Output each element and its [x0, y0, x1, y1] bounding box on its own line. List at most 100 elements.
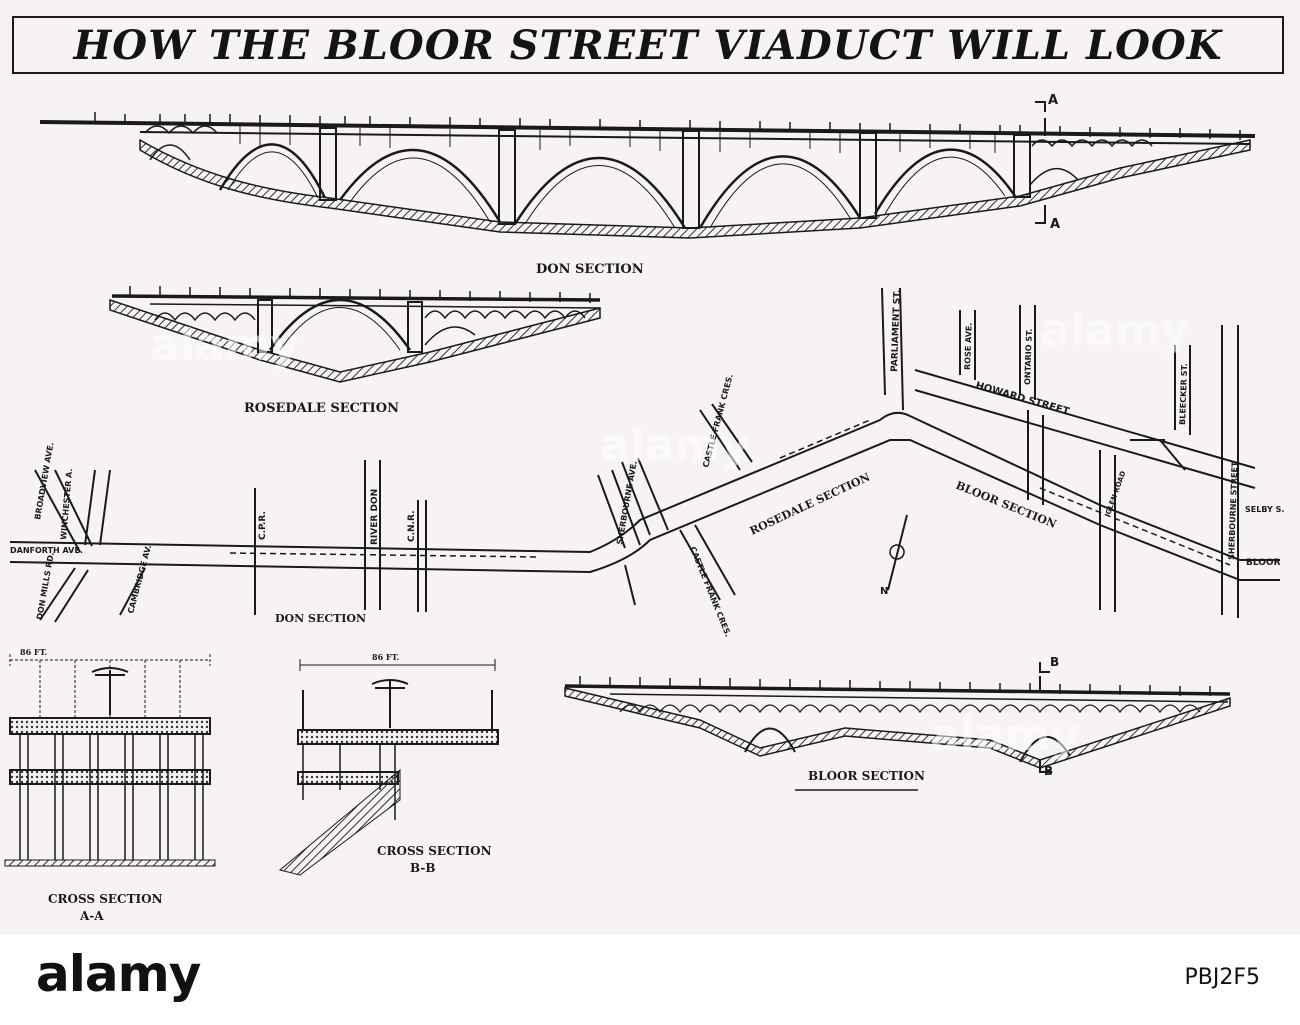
- label-selby: SELBY S.: [1245, 505, 1284, 514]
- aa-lamp: [91, 667, 129, 715]
- bb-embankment: [278, 768, 401, 876]
- don-arch-1: [218, 143, 327, 199]
- map-cnr: [417, 500, 427, 612]
- label-bloor: BLOOR: [1246, 558, 1281, 568]
- title-frame: HOW THE BLOOR STREET VIADUCT WILL LOOK: [12, 16, 1284, 74]
- bb-dimension-line: [299, 659, 496, 671]
- map-inner-a: [1027, 410, 1044, 505]
- rosedale-deck-bottom: [149, 303, 601, 309]
- don-right-small-arch: [1029, 167, 1079, 186]
- map-river-don: [364, 460, 381, 610]
- label-cnr: C.N.R.: [407, 511, 417, 543]
- aa-deck: [9, 717, 211, 735]
- stock-footer: alamy PBJ2F5: [0, 935, 1300, 1025]
- map-parliament: [881, 287, 904, 411]
- drawing-plate: HOW THE BLOOR STREET VIADUCT WILL LOOK: [0, 0, 1300, 935]
- don-pier-1: [319, 127, 337, 201]
- bloor-section-elevation: [564, 662, 1231, 791]
- map-castle-frank-crescent: [699, 403, 753, 471]
- map-bloor-road-upper: [9, 411, 1280, 561]
- image-id: PBJ2F5: [1184, 965, 1261, 990]
- label-cambridge: CAMBRIDGE AV.: [126, 544, 153, 614]
- rosedale-ground: [109, 298, 601, 383]
- compass-circle: [889, 544, 905, 560]
- map-glen-road: [1099, 450, 1116, 612]
- aa-ground: [4, 859, 216, 867]
- watermark: alamy: [150, 320, 299, 371]
- map-castle-frank-north: [621, 457, 669, 536]
- aa-columns: [19, 734, 204, 860]
- map-castle-frank-south: [679, 524, 736, 601]
- don-left-arcade: [144, 125, 218, 135]
- cross-section-bb-drawing: [278, 659, 499, 876]
- bb-id: B-B: [410, 861, 436, 875]
- don-section-elevation: [39, 101, 1256, 239]
- don-arch-5: [873, 148, 1017, 215]
- don-pier-4: [859, 132, 877, 219]
- watermark: alamy: [1040, 305, 1189, 356]
- don-pier-3: [682, 130, 700, 229]
- map-ontario: [1019, 305, 1036, 400]
- rosedale-section-title: ROSEDALE SECTION: [244, 401, 399, 416]
- brand-logo: alamy: [36, 945, 201, 1003]
- label-ontario: ONTARIO ST.: [1023, 328, 1034, 385]
- don-arch-3-inner: [524, 165, 676, 229]
- map-rose: [959, 310, 976, 380]
- bloor-deck-bottom: [609, 693, 1229, 703]
- rosedale-lamps: [129, 286, 591, 303]
- don-ground: [139, 138, 1251, 239]
- rosedale-small-arch: [424, 326, 476, 346]
- cross-section-aa-drawing: [4, 654, 216, 867]
- don-spandrel-posts: [239, 126, 996, 153]
- label-bleecker: BLEECKER ST.: [1178, 363, 1189, 425]
- watermark: alamy: [600, 420, 749, 471]
- compass-needle: [887, 514, 908, 591]
- don-arch-1-inner: [227, 151, 319, 199]
- don-left-small-arch: [149, 144, 191, 161]
- aa-width: 86 FT.: [20, 647, 48, 657]
- map-sherbourne-ave: [597, 469, 641, 549]
- rosedale-pier-left: [257, 299, 273, 353]
- don-right-arcade: [1031, 139, 1153, 148]
- bloor-arch-2: [1019, 736, 1071, 763]
- don-arch-3: [513, 156, 687, 229]
- don-pier-2: [498, 129, 516, 225]
- watermark: alamy: [930, 710, 1079, 761]
- label-cpr: C.P.R.: [258, 511, 268, 540]
- don-deck-bottom: [139, 131, 1251, 145]
- label-parliament: PARLIAMENT ST.: [890, 290, 903, 373]
- street-map: [9, 287, 1280, 623]
- map-label-don-section: DON SECTION: [275, 612, 366, 625]
- rosedale-main-arch: [268, 298, 412, 351]
- label-danforth: DANFORTH AVE.: [10, 546, 83, 555]
- map-bloor-road-lower: [9, 439, 1280, 581]
- viaduct-drawing: A A DON SECTION ROSEDALE SECTION: [4, 93, 1284, 923]
- don-arch-2-inner: [349, 157, 491, 223]
- bb-lower-deck: [297, 771, 399, 785]
- marker-b-bottom: B: [1044, 764, 1053, 778]
- map-sherbourne-ave-south: [624, 564, 636, 606]
- bb-lamp: [371, 679, 409, 728]
- map-sherbourne-st: [1221, 325, 1239, 618]
- label-broadview: BROADVIEW AVE.: [33, 442, 55, 521]
- label-castle-frank-south: CASTLE FRANK CRES.: [688, 545, 732, 638]
- rosedale-main-arch-inner: [279, 307, 401, 351]
- don-arch-5-inner: [884, 156, 1006, 215]
- map-bleecker: [1174, 345, 1191, 435]
- don-cut-line-a: [1035, 101, 1046, 224]
- compass-north: N: [880, 586, 888, 597]
- map-label-rosedale-section: ROSEDALE SECTION: [748, 471, 872, 538]
- bloor-arcade: [619, 704, 1201, 714]
- bloor-deck-top: [564, 684, 1231, 696]
- don-deck-top: [39, 120, 1256, 138]
- bb-label: CROSS SECTION: [377, 844, 492, 858]
- aa-id: A-A: [79, 909, 104, 923]
- aa-label: CROSS SECTION: [48, 892, 163, 906]
- map-viaduct-dashes: [229, 419, 1231, 566]
- rosedale-section-elevation: [109, 286, 601, 383]
- bb-columns: [302, 744, 396, 820]
- label-rose: ROSE AVE.: [963, 322, 974, 370]
- map-winchester: [84, 469, 111, 546]
- don-lamps: [94, 112, 1241, 140]
- don-arch-4: [698, 155, 862, 229]
